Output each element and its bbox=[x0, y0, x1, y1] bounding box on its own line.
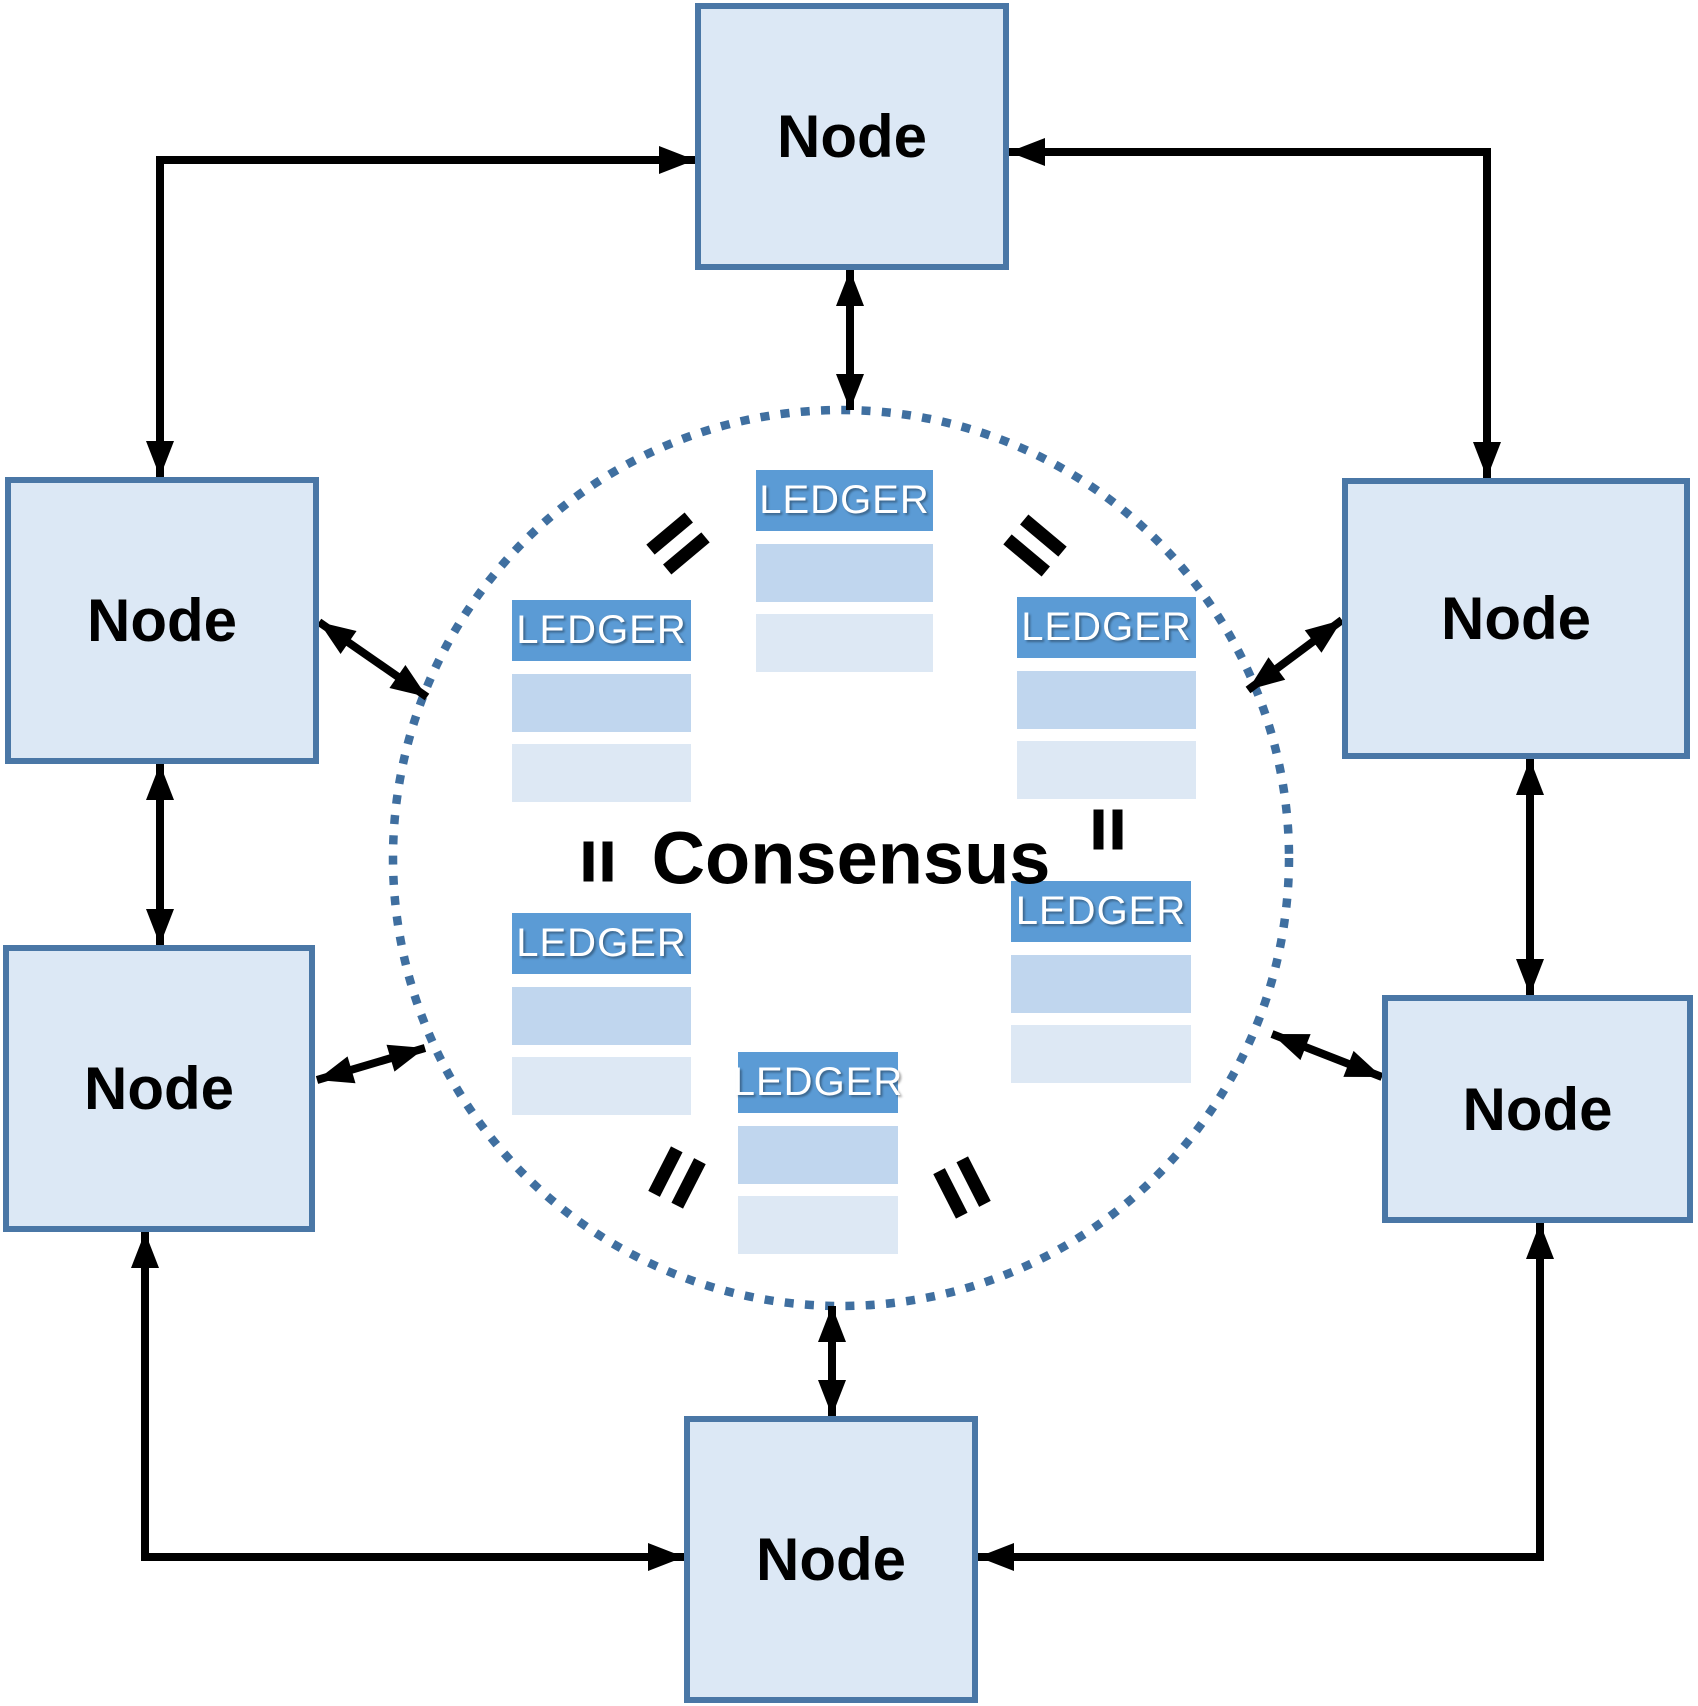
equals-bar bbox=[583, 841, 594, 882]
ledger-row bbox=[512, 744, 691, 802]
node-box-top: Node bbox=[695, 3, 1009, 270]
ledger-row bbox=[738, 1196, 898, 1254]
ledger-row bbox=[1017, 671, 1196, 729]
node-label: Node bbox=[1462, 1075, 1613, 1143]
node-label: Node bbox=[87, 587, 237, 654]
ledger-header: LEDGER bbox=[1017, 597, 1196, 658]
ledger-table-upper-left: LEDGER bbox=[512, 600, 691, 802]
ledger-table-lower-right: LEDGER bbox=[1011, 881, 1191, 1083]
ledger-table-lower-left: LEDGER bbox=[512, 913, 691, 1115]
ledger-row bbox=[512, 1057, 691, 1115]
arrow-right-lower-circle bbox=[1270, 1030, 1384, 1081]
ledger-row bbox=[512, 674, 691, 732]
arrow-left-lower-circle bbox=[315, 1044, 427, 1084]
node-label: Node bbox=[1441, 585, 1591, 652]
ledger-header: LEDGER bbox=[756, 470, 933, 531]
node-box-right-upper: Node bbox=[1342, 478, 1690, 759]
ledger-table-upper-right: LEDGER bbox=[1017, 597, 1196, 799]
node-label: Node bbox=[756, 1526, 906, 1593]
arrow-left-upper-circle bbox=[316, 618, 430, 701]
ledger-row bbox=[512, 987, 691, 1045]
ledger-row bbox=[1011, 1025, 1191, 1083]
arrow-top-right-l bbox=[1009, 138, 1501, 478]
equals-bar bbox=[602, 841, 613, 882]
node-box-right-lower: Node bbox=[1382, 995, 1693, 1223]
arrow-bottom-left-l bbox=[131, 1232, 684, 1571]
arrow-top-left-l bbox=[146, 146, 695, 477]
arrow-bottom-right-l bbox=[978, 1223, 1554, 1571]
consensus-label: Consensus bbox=[651, 816, 1051, 900]
node-box-bottom: Node bbox=[684, 1416, 978, 1703]
ledger-row bbox=[1017, 741, 1196, 799]
ledger-row bbox=[756, 544, 933, 602]
arrow-right-upper-circle bbox=[1245, 616, 1345, 694]
node-box-left-upper: Node bbox=[5, 477, 319, 764]
ledger-table-top: LEDGER bbox=[756, 470, 933, 672]
ledger-row bbox=[756, 614, 933, 672]
node-box-left-lower: Node bbox=[3, 945, 315, 1232]
equals-symbol-mid-right bbox=[1093, 809, 1123, 850]
ledger-header: LEDGER bbox=[512, 913, 691, 974]
consensus-circle bbox=[388, 405, 1294, 1311]
ledger-header: LEDGER bbox=[733, 1052, 902, 1113]
equals-bar bbox=[1093, 809, 1104, 850]
ledger-header: LEDGER bbox=[512, 600, 691, 661]
equals-bar bbox=[1112, 809, 1123, 850]
equals-symbol-mid-left bbox=[583, 841, 613, 882]
ledger-header: LEDGER bbox=[1011, 881, 1191, 942]
ledger-table-bottom: LEDGER bbox=[733, 1052, 902, 1254]
node-label: Node bbox=[777, 103, 927, 170]
ledger-row bbox=[1011, 955, 1191, 1013]
node-label: Node bbox=[84, 1055, 234, 1122]
ledger-row bbox=[738, 1126, 898, 1184]
